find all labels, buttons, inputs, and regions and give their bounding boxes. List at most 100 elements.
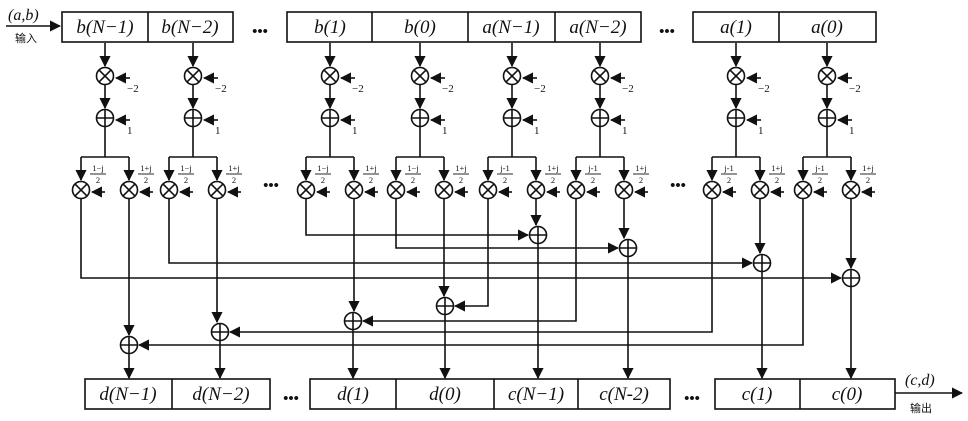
input-port: (a,b) 输入 <box>6 7 60 45</box>
col-2-tw-right-num: 1+j <box>365 163 376 173</box>
col-6-tw-left-num: j-1 <box>723 163 733 173</box>
col-0-offset-adder <box>97 110 114 127</box>
col-0-tw-right-den: 2 <box>144 175 148 185</box>
reg-c-n-1: c(N−1) <box>508 384 564 405</box>
col-1-twiddle-mul-right <box>209 182 226 199</box>
col-0-tw-left-den: 2 <box>96 175 100 185</box>
output-adder-7 <box>121 337 138 354</box>
col-2-offset-coef: 1 <box>352 125 358 137</box>
output-adder-2 <box>754 255 771 272</box>
col-7-offset-coef: 1 <box>849 125 855 137</box>
col-0-scale-multiplier <box>97 68 114 85</box>
reg-b-0: b(0) <box>404 17 436 38</box>
output-port: (c,d) 输出 <box>895 372 962 415</box>
col-5-tw-left-den: 2 <box>591 175 595 185</box>
col-1-scale-coef: −2 <box>215 83 227 95</box>
input-caption: 输入 <box>15 31 37 45</box>
col-7-tw-left-den: 2 <box>818 175 822 185</box>
col-7-offset-adder <box>819 110 836 127</box>
col-5-offset-coef: 1 <box>622 125 628 137</box>
col-2-tw-left-den: 2 <box>321 175 325 185</box>
col-6-tw-right-num: 1+j <box>771 163 782 173</box>
col-3-twiddle-mul-right <box>436 182 453 199</box>
col-3-offset-adder <box>412 110 429 127</box>
col-5-twiddle-mul-right <box>616 182 633 199</box>
col-1-tw-right-num: 1+j <box>228 163 239 173</box>
col-1-scale-multiplier <box>185 68 202 85</box>
col-2-scale-multiplier <box>322 68 339 85</box>
output-adder-4 <box>437 298 454 315</box>
col-0-scale-coef: −2 <box>127 83 139 95</box>
col-4-offset-adder <box>504 110 521 127</box>
butterfly-network: −211−j21+j2−211−j21+j2−211−j21+j2−211−j2… <box>73 43 877 378</box>
col-4-offset-coef: 1 <box>534 125 540 137</box>
reg-d-n-1: d(N−1) <box>99 384 156 405</box>
col-2-twiddle-mul-left <box>298 182 315 199</box>
wire-b0-to-cn2 <box>396 199 618 248</box>
wire-a1-to-dn2 <box>230 199 712 332</box>
reg-b-n-1: b(N−1) <box>76 17 133 38</box>
col-5-twiddle-mul-left <box>568 182 585 199</box>
output-adder-3 <box>843 270 860 287</box>
col-7-tw-right-den: 2 <box>866 175 870 185</box>
col-2-twiddle-mul-right <box>346 182 363 199</box>
col-3-tw-left-den: 2 <box>411 175 415 185</box>
reg-a-1: a(1) <box>720 17 752 38</box>
reg-b-1: b(1) <box>314 17 346 38</box>
col-4-scale-coef: −2 <box>534 83 546 95</box>
col-3-twiddle-mul-left <box>388 182 405 199</box>
col-5-scale-coef: −2 <box>622 83 634 95</box>
ellipsis-bottom-2: ••• <box>684 391 700 407</box>
output-adder-1 <box>620 240 637 257</box>
col-2-scale-coef: −2 <box>352 83 364 95</box>
col-5-offset-adder <box>592 110 609 127</box>
col-2-offset-adder <box>322 110 339 127</box>
col-5-scale-multiplier <box>592 68 609 85</box>
col-6-scale-multiplier <box>728 68 745 85</box>
reg-c-n-2: c(N-2) <box>599 384 649 405</box>
col-7-tw-left-num: j-1 <box>814 163 824 173</box>
col-1-tw-left-den: 2 <box>184 175 188 185</box>
col-7-scale-coef: −2 <box>849 83 861 95</box>
reg-c-0: c(0) <box>832 384 863 405</box>
col-0-twiddle-mul-right <box>121 182 138 199</box>
col-3-tw-right-den: 2 <box>459 175 463 185</box>
reg-c-1: c(1) <box>742 384 773 405</box>
col-7-twiddle-mul-left <box>795 182 812 199</box>
col-4-tw-right-den: 2 <box>551 175 555 185</box>
ellipsis-mid-1: ••• <box>263 178 279 194</box>
col-5-tw-right-den: 2 <box>639 175 643 185</box>
wire-an1-to-d0 <box>455 199 488 306</box>
col-1-offset-coef: 1 <box>215 125 221 137</box>
col-4-tw-right-num: 1+j <box>547 163 558 173</box>
input-label: (a,b) <box>8 7 39 24</box>
reg-d-1: d(1) <box>337 384 369 405</box>
output-adder-6 <box>212 324 229 341</box>
col-4-tw-left-num: j-1 <box>499 163 509 173</box>
col-1-tw-right-den: 2 <box>232 175 236 185</box>
ellipsis-top-2: ••• <box>659 24 675 40</box>
col-2-tw-left-num: 1−j <box>317 163 328 173</box>
col-4-scale-multiplier <box>504 68 521 85</box>
col-3-tw-left-num: 1−j <box>407 163 418 173</box>
col-5-tw-right-num: 1+j <box>635 163 646 173</box>
col-6-offset-adder <box>728 110 745 127</box>
reg-a-0: a(0) <box>811 17 843 38</box>
col-4-twiddle-mul-left <box>480 182 497 199</box>
output-adder-0 <box>530 227 547 244</box>
col-3-offset-coef: 1 <box>442 125 448 137</box>
col-3-scale-coef: −2 <box>442 83 454 95</box>
col-1-offset-adder <box>185 110 202 127</box>
wire-an2-to-d1 <box>363 199 576 321</box>
output-register-bank: d(N−1) d(N−2) d(1) d(0) c(N−1) c(N-2) c(… <box>85 379 895 409</box>
ellipsis-bottom-1: ••• <box>283 391 299 407</box>
col-6-offset-coef: 1 <box>758 125 764 137</box>
col-5-tw-left-num: j-1 <box>587 163 597 173</box>
input-register-bank: b(N−1) b(N−2) b(1) b(0) a(N−1) a(N−2) a(… <box>62 12 876 42</box>
col-0-offset-coef: 1 <box>127 125 133 137</box>
col-7-twiddle-mul-right <box>843 182 860 199</box>
reg-a-n-2: a(N−2) <box>569 17 626 38</box>
col-2-tw-right-den: 2 <box>369 175 373 185</box>
col-6-tw-right-den: 2 <box>775 175 779 185</box>
